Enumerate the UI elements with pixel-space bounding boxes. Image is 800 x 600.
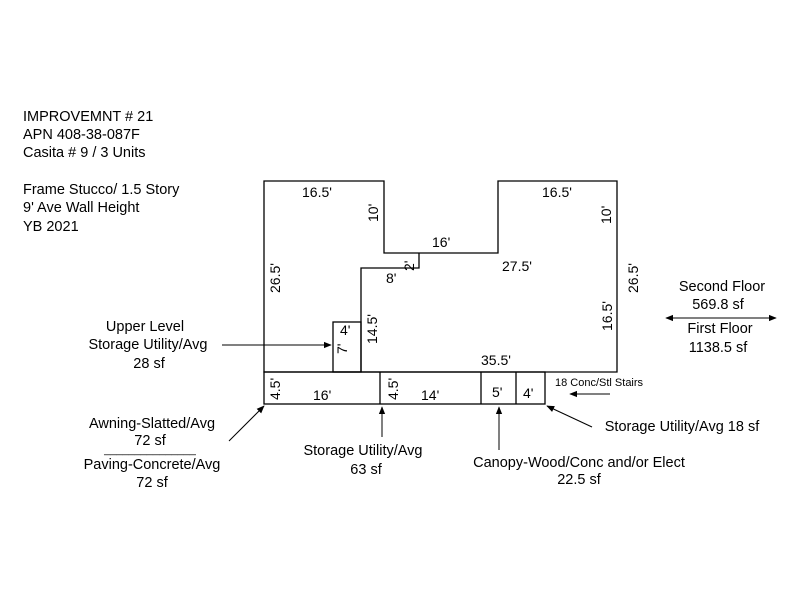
building-outline	[263, 180, 618, 373]
dim-storage-right-width: 4'	[523, 385, 533, 401]
dim-storage-small-width: 4'	[340, 322, 350, 338]
awning-paving-separator: _______________	[103, 444, 197, 456]
awning-paving-callout: Awning-Slatted/Avg 72 sf _______________…	[84, 405, 265, 491]
floor-area-summary: Second Floor 569.8 sf First Floor 1138.5…	[665, 279, 777, 356]
storage-right-callout: Storage Utility/Avg 18 sf	[546, 405, 760, 435]
dim-strip-height-a: 4.5'	[267, 378, 283, 400]
construction-type: Frame Stucco/ 1.5 Story	[23, 182, 180, 198]
second-floor-outline	[360, 253, 420, 372]
canopy-callout: Canopy-Wood/Conc and/or Elect 22.5 sf	[473, 406, 685, 488]
dim-left-height: 26.5'	[267, 263, 283, 293]
storage-mid-label-1: Storage Utility/Avg	[303, 443, 422, 459]
dim-strip-width-a: 16'	[313, 387, 331, 403]
awning-label-1: Awning-Slatted/Avg	[89, 416, 215, 432]
dim-top-left-width: 16.5'	[302, 184, 332, 200]
dim-bottom-span: 35.5'	[481, 352, 511, 368]
stairs-callout: 18 Conc/Stl Stairs	[555, 377, 644, 398]
dim-top-left-height: 10'	[365, 204, 381, 222]
dim-right-height: 26.5'	[625, 263, 641, 293]
first-floor-label: First Floor	[687, 321, 752, 337]
upper-storage-label-3: 28 sf	[133, 356, 165, 372]
upper-storage-callout: Upper Level Storage Utility/Avg 28 sf	[88, 319, 332, 372]
storage-mid-label-2: 63 sf	[350, 462, 382, 478]
dim-notch-width: 16'	[432, 234, 450, 250]
dim-strip-height-b: 4.5'	[385, 378, 401, 400]
year-built: YB 2021	[23, 219, 79, 235]
dim-storage-small-height: 7'	[334, 344, 350, 354]
awning-label-2: 72 sf	[134, 433, 166, 449]
wall-height: 9' Ave Wall Height	[23, 200, 139, 216]
bottom-strip	[263, 371, 546, 405]
storage-mid-callout: Storage Utility/Avg 63 sf	[303, 406, 423, 478]
dimension-labels: 16.5' 10' 16.5' 10' 16' 2' 27.5' 26.5' 2…	[267, 184, 641, 403]
dim-notch-step: 2'	[401, 261, 417, 271]
dim-upper-right-span: 27.5'	[502, 258, 532, 274]
second-floor-label: Second Floor	[679, 279, 765, 295]
stairs-label: 18 Conc/Stl Stairs	[555, 377, 644, 389]
dim-inner-height: 14.5'	[364, 314, 380, 344]
storage-right-arrow	[546, 405, 593, 428]
dim-top-right-width: 16.5'	[542, 184, 572, 200]
paving-label-2: 72 sf	[136, 475, 168, 491]
apn-number: APN 408-38-087F	[23, 127, 140, 143]
improvement-number: IMPROVEMNT # 21	[23, 109, 153, 125]
dim-canopy-width: 5'	[492, 384, 502, 400]
casita-units: Casita # 9 / 3 Units	[23, 145, 146, 161]
canopy-label-1: Canopy-Wood/Conc and/or Elect	[473, 455, 685, 471]
awning-arrow	[228, 405, 265, 442]
canopy-label-2: 22.5 sf	[557, 472, 601, 488]
dim-strip-width-b: 14'	[421, 387, 439, 403]
dim-inner-width: 8'	[386, 270, 396, 286]
upper-storage-label-1: Upper Level	[106, 319, 184, 335]
property-header: IMPROVEMNT # 21 APN 408-38-087F Casita #…	[23, 109, 180, 235]
paving-label-1: Paving-Concrete/Avg	[84, 457, 221, 473]
upper-storage-label-2: Storage Utility/Avg	[88, 337, 207, 353]
first-floor-area: 1138.5 sf	[689, 340, 749, 356]
second-floor-area: 569.8 sf	[692, 297, 745, 313]
dim-top-right-height: 10'	[598, 206, 614, 224]
dim-right-inner-height: 16.5'	[599, 301, 615, 331]
storage-right-label: Storage Utility/Avg 18 sf	[605, 419, 760, 435]
